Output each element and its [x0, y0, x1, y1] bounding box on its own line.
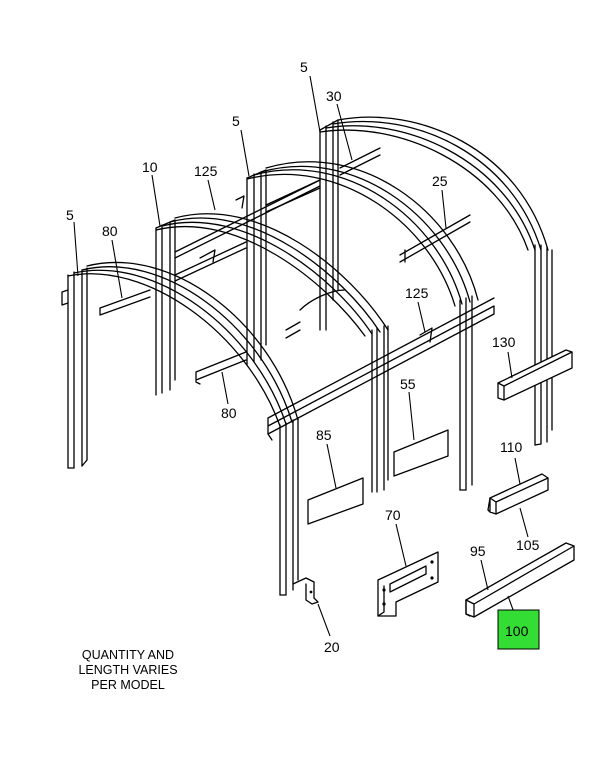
quantity-note: QUANTITY AND LENGTH VARIES PER MODEL — [58, 648, 198, 693]
callout-125-lower[interactable]: 125 — [405, 285, 429, 301]
callout-85[interactable]: 85 — [316, 427, 332, 443]
panel-85 — [307, 477, 364, 525]
panel-55 — [393, 429, 449, 477]
bow-middle — [246, 161, 479, 307]
callout-labels: 5 30 5 10 125 25 5 80 125 130 55 80 85 1… — [66, 59, 540, 655]
frame-drawing — [61, 116, 575, 618]
callout-80-lower[interactable]: 80 — [221, 405, 237, 421]
post-front — [155, 219, 176, 396]
callout-110[interactable]: 110 — [500, 439, 523, 455]
bracket-20 — [292, 577, 319, 605]
callout-30[interactable]: 30 — [326, 88, 342, 104]
highlight-box-100[interactable] — [497, 609, 540, 650]
note-line-1: QUANTITY AND — [81, 648, 175, 662]
callout-100[interactable]: 100 — [505, 623, 529, 639]
note-line-2: LENGTH VARIES — [78, 663, 178, 677]
callout-10[interactable]: 10 — [142, 159, 158, 175]
post-leftmost — [61, 267, 88, 469]
note-line-3: PER MODEL — [91, 678, 165, 692]
rail-80-left — [99, 289, 151, 316]
callout-5-left[interactable]: 5 — [66, 207, 74, 223]
post-right-rear — [534, 244, 553, 446]
rail-80-mid — [195, 321, 301, 385]
leader-lines — [73, 75, 529, 637]
callout-125-upper[interactable]: 125 — [194, 163, 218, 179]
bracket-70 — [377, 551, 439, 617]
bow-front — [155, 213, 389, 337]
callout-130[interactable]: 130 — [492, 334, 516, 350]
callout-25[interactable]: 25 — [432, 173, 448, 189]
part-95-100 — [465, 542, 575, 618]
rail-upper — [174, 179, 321, 282]
bow-leftmost — [67, 261, 299, 427]
callout-105[interactable]: 105 — [516, 537, 540, 553]
rail-130 — [497, 349, 573, 401]
post-right-front — [371, 325, 389, 493]
post-middle — [246, 169, 267, 366]
callout-70[interactable]: 70 — [385, 507, 401, 523]
callout-55[interactable]: 55 — [400, 376, 416, 392]
post-front-tall — [279, 417, 299, 596]
callout-5-middle[interactable]: 5 — [232, 113, 240, 129]
callout-5-rear[interactable]: 5 — [300, 59, 308, 75]
post-rear — [319, 119, 339, 331]
bow-rear — [319, 116, 549, 251]
rail-header-front — [267, 297, 495, 441]
post-right-mid — [459, 295, 473, 491]
callout-20[interactable]: 20 — [324, 639, 340, 655]
callout-95[interactable]: 95 — [470, 543, 486, 559]
rail-right — [339, 147, 471, 263]
callout-80-upper[interactable]: 80 — [102, 223, 118, 239]
part-110 — [487, 473, 549, 515]
